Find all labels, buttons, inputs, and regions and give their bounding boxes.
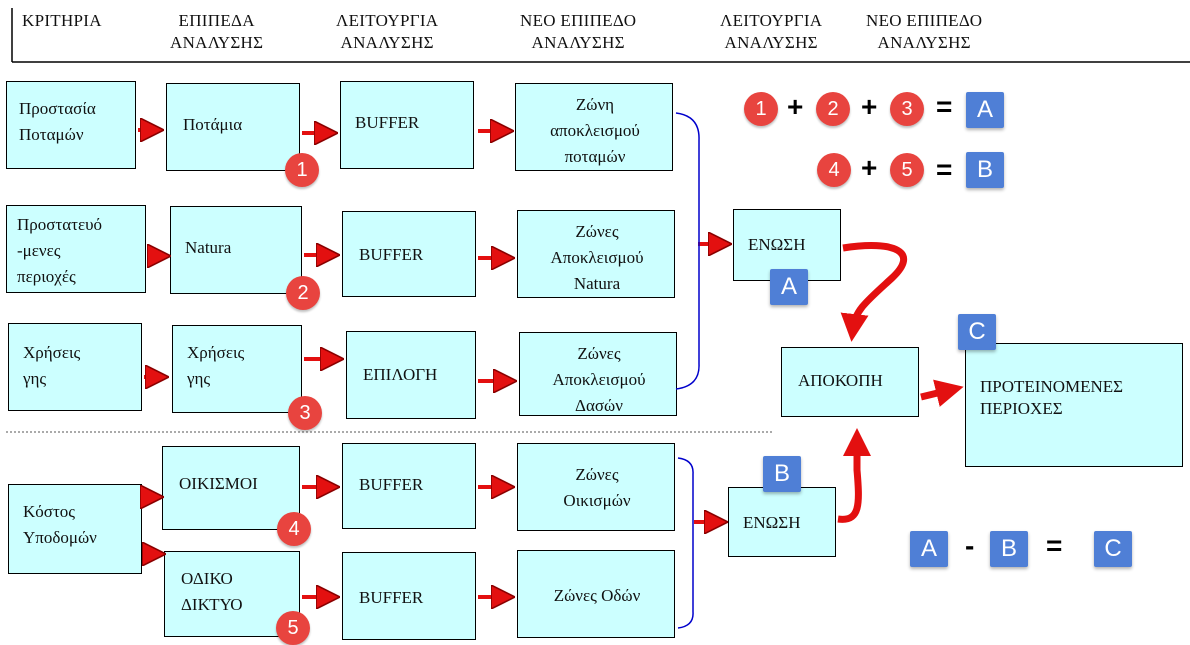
header-line: ΕΠΙΠΕΔΑ bbox=[178, 11, 255, 30]
header-levels: ΕΠΙΠΕΔΑ ΑΝΑΛΥΣΗΣ bbox=[170, 10, 263, 54]
level-rivers: Ποτάμια bbox=[166, 83, 300, 171]
eq-plus-2: + bbox=[861, 91, 878, 122]
box-label: Ζώνες Οδών bbox=[553, 586, 641, 605]
criterion-protected-areas: Προστατευό -μενες περιοχές bbox=[6, 205, 146, 293]
eq-badge-3: 3 bbox=[890, 92, 924, 126]
zone-natura-exclusion: Ζώνες Αποκλεισμού Natura bbox=[517, 210, 675, 298]
function-buffer-settlements: BUFFER bbox=[342, 443, 476, 529]
header-line: ΑΝΑΛΥΣΗΣ bbox=[531, 33, 625, 52]
box-label: Ζώνες Αποκλεισμού Natura bbox=[550, 222, 644, 293]
eq-plus-3: + bbox=[861, 152, 878, 183]
box-label: Χρήσεις γης bbox=[187, 343, 245, 388]
header-line: ΝΕΟ ΕΠΙΠΕΔΟ bbox=[520, 11, 637, 30]
box-label: BUFFER bbox=[359, 588, 424, 607]
level-land-use: Χρήσεις γης bbox=[172, 325, 302, 413]
function-selection: ΕΠΙΛΟΓΗ bbox=[346, 331, 476, 419]
header-line: ΝΕΟ ΕΠΙΠΕΔΟ bbox=[866, 11, 983, 30]
eq-badge-1: 1 bbox=[744, 92, 778, 126]
union-a-box: ΕΝΩΣΗ bbox=[733, 209, 841, 281]
box-label: BUFFER bbox=[355, 113, 420, 132]
header-line: ΛΕΙΤΟΥΡΓΙΑ bbox=[336, 11, 439, 30]
badge-2: 2 bbox=[286, 276, 320, 310]
function-buffer-roads: BUFFER bbox=[342, 552, 476, 640]
function-buffer-natura: BUFFER bbox=[342, 211, 476, 297]
box-label: BUFFER bbox=[359, 475, 424, 494]
header-criteria: ΚΡΙΤΗΡΙΑ bbox=[22, 10, 102, 32]
eq-equals-2: = bbox=[936, 154, 953, 185]
header-line: ΛΕΙΤΟΥΡΓΙΑ bbox=[720, 11, 823, 30]
zone-rivers-exclusion: Ζώνη αποκλεισμού ποταμών bbox=[515, 83, 673, 171]
bracket-bottom bbox=[677, 457, 694, 629]
zone-forest-exclusion: Ζώνες Αποκλεισμού Δασών bbox=[519, 332, 677, 416]
header-line: ΑΝΑΛΥΣΗΣ bbox=[877, 33, 971, 52]
level-natura: Natura bbox=[170, 206, 302, 294]
eq-label-b: B bbox=[966, 152, 1004, 188]
clip-box: ΑΠΟΚΟΠΗ bbox=[781, 347, 919, 417]
curved-arrow-b bbox=[837, 428, 871, 523]
box-label: ΑΠΟΚΟΠΗ bbox=[798, 371, 883, 390]
header-line: ΑΝΑΛΥΣΗΣ bbox=[170, 33, 264, 52]
eq-equals-1: = bbox=[936, 91, 953, 122]
criterion-infrastructure-cost: Κόστος Υποδομών bbox=[8, 484, 142, 574]
box-label: ΕΠΙΛΟΓΗ bbox=[363, 365, 438, 384]
label-c-result: C bbox=[958, 314, 996, 350]
header-new-level-1: ΝΕΟ ΕΠΙΠΕΔΟ ΑΝΑΛΥΣΗΣ bbox=[520, 10, 636, 54]
header-line: ΚΡΙΤΗΡΙΑ bbox=[22, 11, 102, 30]
eq-plus-1: + bbox=[787, 91, 804, 122]
box-label: Κόστος Υποδομών bbox=[23, 502, 97, 547]
box-label: ΕΝΩΣΗ bbox=[743, 513, 801, 532]
red-arrows bbox=[138, 130, 964, 597]
eq-badge-2: 2 bbox=[816, 92, 850, 126]
box-label: Ζώνη αποκλεισμού ποταμών bbox=[550, 95, 640, 166]
badge-4: 4 bbox=[277, 512, 311, 546]
eq-label-b-2: B bbox=[990, 531, 1028, 567]
header-function-2: ΛΕΙΤΟΥΡΓΙΑ ΑΝΑΛΥΣΗΣ bbox=[720, 10, 822, 54]
criterion-rivers: Προστασία Ποταμών bbox=[6, 81, 136, 169]
union-b-box: ΕΝΩΣΗ bbox=[728, 487, 836, 557]
zone-settlements: Ζώνες Οικισμών bbox=[517, 443, 675, 531]
box-label: ΟΔΙΚΟ ΔΙΚΤΥΟ bbox=[181, 569, 243, 614]
box-label: Προστατευό -μενες περιοχές bbox=[17, 215, 103, 286]
box-label: Χρήσεις γης bbox=[23, 343, 81, 388]
label-a-union: A bbox=[770, 269, 808, 305]
box-label: Natura bbox=[185, 238, 232, 257]
eq-label-a-2: A bbox=[910, 531, 948, 567]
eq-equals-3: = bbox=[1046, 530, 1063, 561]
header-line: ΑΝΑΛΥΣΗΣ bbox=[724, 33, 818, 52]
box-label: ΟΙΚΙΣΜΟΙ bbox=[179, 474, 258, 493]
eq-minus: - bbox=[965, 530, 975, 561]
eq-label-a: A bbox=[966, 92, 1004, 128]
criterion-land-use: Χρήσεις γης bbox=[8, 323, 142, 411]
zone-roads: Ζώνες Οδών bbox=[517, 550, 675, 638]
box-label: Ζώνες Αποκλεισμού Δασών bbox=[552, 344, 646, 415]
eq-badge-4: 4 bbox=[817, 153, 851, 187]
badge-3: 3 bbox=[288, 396, 322, 430]
box-label: Ζώνες Οικισμών bbox=[563, 465, 631, 510]
header-line: ΑΝΑΛΥΣΗΣ bbox=[340, 33, 434, 52]
badge-1: 1 bbox=[285, 153, 319, 187]
box-label: Προστασία Ποταμών bbox=[19, 99, 96, 144]
label-b-union: B bbox=[763, 456, 801, 492]
box-label: ΠΡΟΤΕΙΝΟΜΕΝΕΣ ΠΕΡΙΟΧΕΣ bbox=[980, 377, 1124, 418]
header-function-1: ΛΕΙΤΟΥΡΓΙΑ ΑΝΑΛΥΣΗΣ bbox=[336, 10, 438, 54]
header-new-level-2: ΝΕΟ ΕΠΙΠΕΔΟ ΑΝΑΛΥΣΗΣ bbox=[866, 10, 982, 54]
eq-badge-5: 5 bbox=[890, 153, 924, 187]
function-buffer-rivers: BUFFER bbox=[340, 81, 474, 169]
arrow bbox=[920, 379, 964, 407]
box-label: Ποτάμια bbox=[183, 115, 243, 134]
box-label: ΕΝΩΣΗ bbox=[748, 235, 806, 254]
curved-arrow-a bbox=[840, 242, 908, 342]
eq-label-c: C bbox=[1094, 531, 1132, 567]
bracket-top bbox=[675, 112, 700, 390]
box-label: BUFFER bbox=[359, 245, 424, 264]
result-box: ΠΡΟΤΕΙΝΟΜΕΝΕΣ ΠΕΡΙΟΧΕΣ bbox=[965, 343, 1183, 467]
badge-5: 5 bbox=[276, 611, 310, 645]
